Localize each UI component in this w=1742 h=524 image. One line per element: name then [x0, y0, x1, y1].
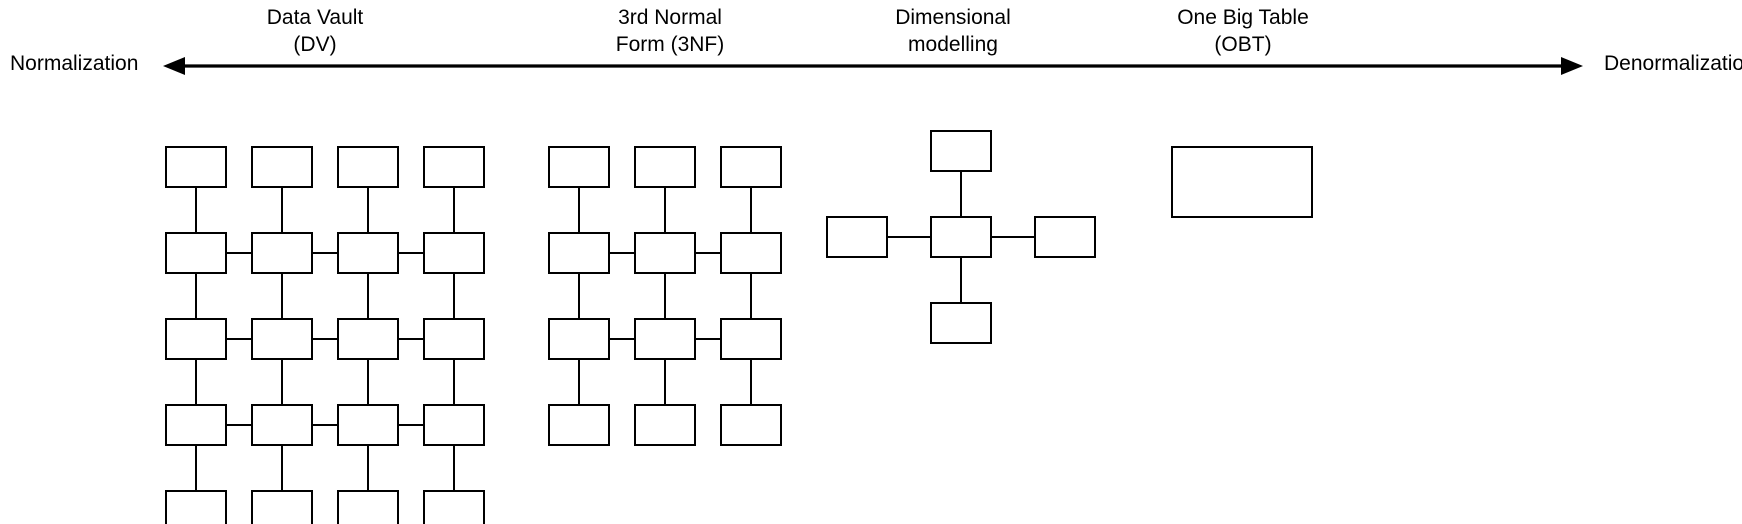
entity-box: [165, 404, 227, 446]
one-big-table-box: [1171, 146, 1313, 218]
connector-vertical: [366, 360, 370, 404]
connector-vertical: [194, 446, 198, 490]
entity-box: [337, 490, 399, 524]
fact-table-box: [930, 216, 992, 258]
stage-label-one-big-table: One Big Table (OBT): [1177, 6, 1309, 56]
connector-vertical: [577, 360, 581, 404]
connector-vertical: [749, 274, 753, 318]
connector-vertical: [366, 188, 370, 232]
connector-horizontal: [992, 235, 1034, 239]
connector-vertical: [194, 188, 198, 232]
entity-box: [337, 232, 399, 274]
connector-vertical: [959, 258, 963, 302]
connector-vertical: [452, 188, 456, 232]
entity-box: [720, 146, 782, 188]
connector-vertical: [452, 446, 456, 490]
connector-horizontal: [227, 251, 251, 255]
connector-vertical: [577, 274, 581, 318]
entity-box: [548, 318, 610, 360]
entity-box: [548, 146, 610, 188]
connector-horizontal: [696, 251, 720, 255]
entity-box: [251, 318, 313, 360]
entity-box: [337, 146, 399, 188]
connector-vertical: [959, 172, 963, 216]
connector-vertical: [280, 446, 284, 490]
connector-horizontal: [610, 251, 634, 255]
stage-label-data-vault: Data Vault (DV): [266, 6, 364, 56]
entity-box: [423, 404, 485, 446]
entity-box: [720, 404, 782, 446]
entity-box: [251, 490, 313, 524]
connector-vertical: [749, 188, 753, 232]
connector-vertical: [280, 360, 284, 404]
entity-box: [337, 404, 399, 446]
normalization-denormalization-axis-arrow: [163, 57, 1583, 75]
entity-box: [720, 232, 782, 274]
connector-vertical: [577, 188, 581, 232]
stage-label-dimensional-modelling: Dimensional modelling: [895, 6, 1011, 56]
connector-horizontal: [696, 337, 720, 341]
connector-vertical: [452, 360, 456, 404]
connector-horizontal: [610, 337, 634, 341]
connector-vertical: [366, 446, 370, 490]
connector-vertical: [194, 360, 198, 404]
connector-vertical: [749, 360, 753, 404]
entity-box: [423, 232, 485, 274]
axis-label-normalization: Normalization: [10, 52, 139, 75]
entity-box: [423, 318, 485, 360]
connector-horizontal: [313, 423, 337, 427]
connector-vertical: [663, 360, 667, 404]
entity-box: [165, 490, 227, 524]
connector-vertical: [194, 274, 198, 318]
connector-vertical: [663, 188, 667, 232]
connector-horizontal: [227, 337, 251, 341]
connector-horizontal: [227, 423, 251, 427]
axis-label-denormalization: Denormalization: [1604, 52, 1742, 75]
entity-box: [720, 318, 782, 360]
entity-box: [634, 146, 696, 188]
stage-label-third-normal-form: 3rd Normal Form (3NF): [615, 6, 725, 56]
dimension-table-box: [930, 130, 992, 172]
entity-box: [251, 146, 313, 188]
connector-horizontal: [399, 423, 423, 427]
entity-box: [423, 490, 485, 524]
connector-vertical: [663, 274, 667, 318]
entity-box: [165, 146, 227, 188]
connector-vertical: [280, 274, 284, 318]
entity-box: [634, 232, 696, 274]
connector-vertical: [280, 188, 284, 232]
entity-box: [251, 232, 313, 274]
entity-box: [337, 318, 399, 360]
entity-box: [165, 232, 227, 274]
connector-horizontal: [399, 251, 423, 255]
entity-box: [165, 318, 227, 360]
entity-box: [251, 404, 313, 446]
dimension-table-box: [1034, 216, 1096, 258]
entity-box: [634, 404, 696, 446]
entity-box: [634, 318, 696, 360]
connector-vertical: [452, 274, 456, 318]
entity-box: [548, 404, 610, 446]
connector-horizontal: [313, 251, 337, 255]
connector-vertical: [366, 274, 370, 318]
connector-horizontal: [888, 235, 930, 239]
dimension-table-box: [826, 216, 888, 258]
dimension-table-box: [930, 302, 992, 344]
entity-box: [548, 232, 610, 274]
entity-box: [423, 146, 485, 188]
connector-horizontal: [399, 337, 423, 341]
connector-horizontal: [313, 337, 337, 341]
